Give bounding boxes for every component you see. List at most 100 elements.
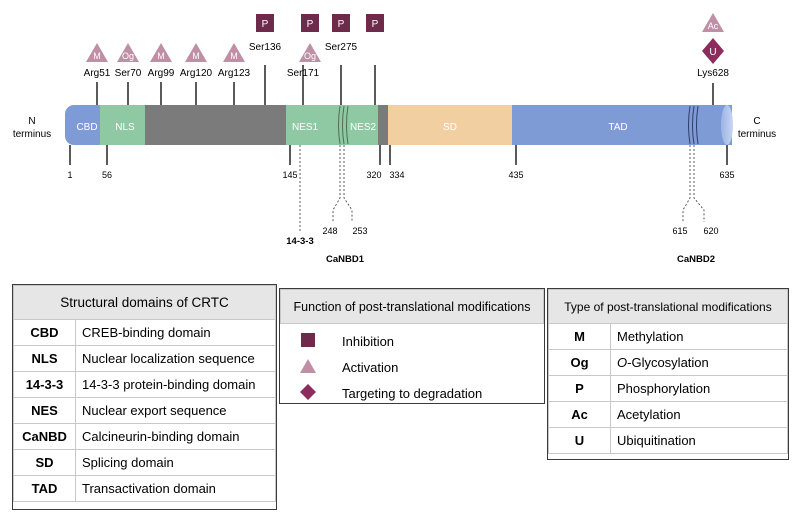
mark-label: M	[192, 51, 200, 61]
domain-nls	[100, 105, 150, 145]
protein-end-cap	[721, 105, 733, 145]
motif-canbd2-label: CaNBD2	[677, 254, 715, 265]
position-label: 56	[102, 170, 112, 180]
n-terminus-label-2: terminus	[13, 129, 51, 140]
ptm-abbr: P	[548, 375, 611, 402]
domain-abbr: 14-3-3	[13, 371, 76, 398]
site-stalks	[96, 65, 714, 105]
function-label: Targeting to degradation	[342, 385, 483, 401]
ptm-label: Ubiquitination	[610, 427, 788, 454]
mark-label: U	[709, 47, 716, 58]
site-label-lys628: Lys628	[697, 68, 729, 79]
ptm-abbr: Og	[548, 349, 611, 376]
ptm-label: Acetylation	[610, 401, 788, 428]
motif-leaders	[299, 145, 705, 232]
position-ticks	[69, 145, 728, 165]
site-label-arg123: Arg123	[218, 68, 251, 79]
domain-abbr: TAD	[13, 475, 76, 502]
c-terminus-label-2: terminus	[738, 129, 776, 140]
position-label: 145	[282, 170, 297, 180]
ptm-abbr: U	[548, 427, 611, 454]
mark-label: P	[307, 19, 314, 30]
square-icon	[301, 14, 319, 32]
structural-table-header: Structural domains of CRTC	[13, 285, 276, 320]
position-label: 435	[508, 170, 523, 180]
square-icon	[301, 332, 315, 347]
square-icon	[366, 14, 384, 32]
domain-label-nls: NLS	[115, 122, 135, 133]
site-label-arg51: Arg51	[84, 68, 111, 79]
inhibition-marks	[256, 14, 384, 32]
triangle-icon	[117, 43, 139, 62]
site-label-ser136: Ser136	[249, 42, 282, 53]
position-label: 635	[719, 170, 734, 180]
domain-linker-1	[145, 105, 290, 145]
ptm-label: Phosphorylation	[610, 375, 788, 402]
site-label-ser70: Ser70	[115, 68, 142, 79]
domain-description: Calcineurin-binding domain	[75, 423, 276, 450]
table-row: Inhibition	[280, 328, 544, 354]
diamond-icon	[702, 38, 724, 64]
site-label-ser275: Ser275	[325, 42, 358, 53]
domain-linker-2	[378, 105, 390, 145]
domain-description: Transactivation domain	[75, 475, 276, 502]
site-label-arg120: Arg120	[180, 68, 213, 79]
triangle-icon	[300, 358, 316, 373]
motif-canbd1-label: CaNBD1	[326, 254, 365, 265]
domain-abbr: CBD	[13, 319, 76, 346]
motif-position-label: 615	[672, 226, 687, 236]
mark-label: Og	[122, 51, 134, 61]
triangle-icon	[86, 43, 108, 62]
domain-label-cbd: CBD	[76, 122, 97, 133]
mark-label: P	[372, 19, 379, 30]
triangle-icon	[223, 43, 245, 62]
activation-marks	[86, 13, 724, 62]
domain-abbr: NLS	[13, 345, 76, 372]
ptm-function-table: Function of post-translational modificat…	[279, 288, 545, 404]
position-label: 334	[389, 170, 404, 180]
domain-description: Nuclear localization sequence	[75, 345, 276, 372]
domain-label-sd: SD	[443, 122, 457, 133]
ptm-abbr: Ac	[548, 401, 611, 428]
ptm-label: O-Glycosylation	[610, 349, 788, 376]
triangle-icon	[299, 43, 321, 62]
ptm-abbr: M	[548, 323, 611, 350]
mark-label: M	[157, 51, 165, 61]
canbd2-break-marks	[688, 105, 699, 145]
protein-bar: CBD NLS NES1 NES2 SD TAD	[65, 105, 733, 145]
triangle-icon	[702, 13, 724, 32]
mark-label: Og	[304, 51, 316, 61]
domain-tad	[512, 105, 732, 145]
domain-description: 14-3-3 protein-binding domain	[75, 371, 276, 398]
domain-sd	[388, 105, 518, 145]
triangle-icon	[150, 43, 172, 62]
square-icon	[332, 14, 350, 32]
crtc-domain-diagram: N terminus C terminus CBD NLS NES1 NES2 …	[13, 13, 776, 265]
domain-abbr: NES	[13, 397, 76, 424]
mark-label: M	[230, 51, 238, 61]
position-label: 320	[366, 170, 381, 180]
site-label-ser171: Ser171	[287, 68, 320, 79]
domain-cbd	[65, 105, 107, 145]
mark-label: P	[262, 19, 269, 30]
domain-description: Splicing domain	[75, 449, 276, 476]
domain-label-nes1: NES1	[292, 122, 319, 133]
domain-label-tad: TAD	[608, 122, 627, 133]
n-terminus-label: N	[28, 116, 35, 127]
domain-label-nes2: NES2	[350, 122, 377, 133]
mark-label: Ac	[708, 21, 719, 31]
canbd1-break-marks	[338, 105, 349, 145]
diamond-icon	[300, 383, 316, 400]
domain-abbr: CaNBD	[13, 423, 76, 450]
function-label: Inhibition	[342, 333, 395, 349]
function-label: Activation	[342, 359, 399, 375]
